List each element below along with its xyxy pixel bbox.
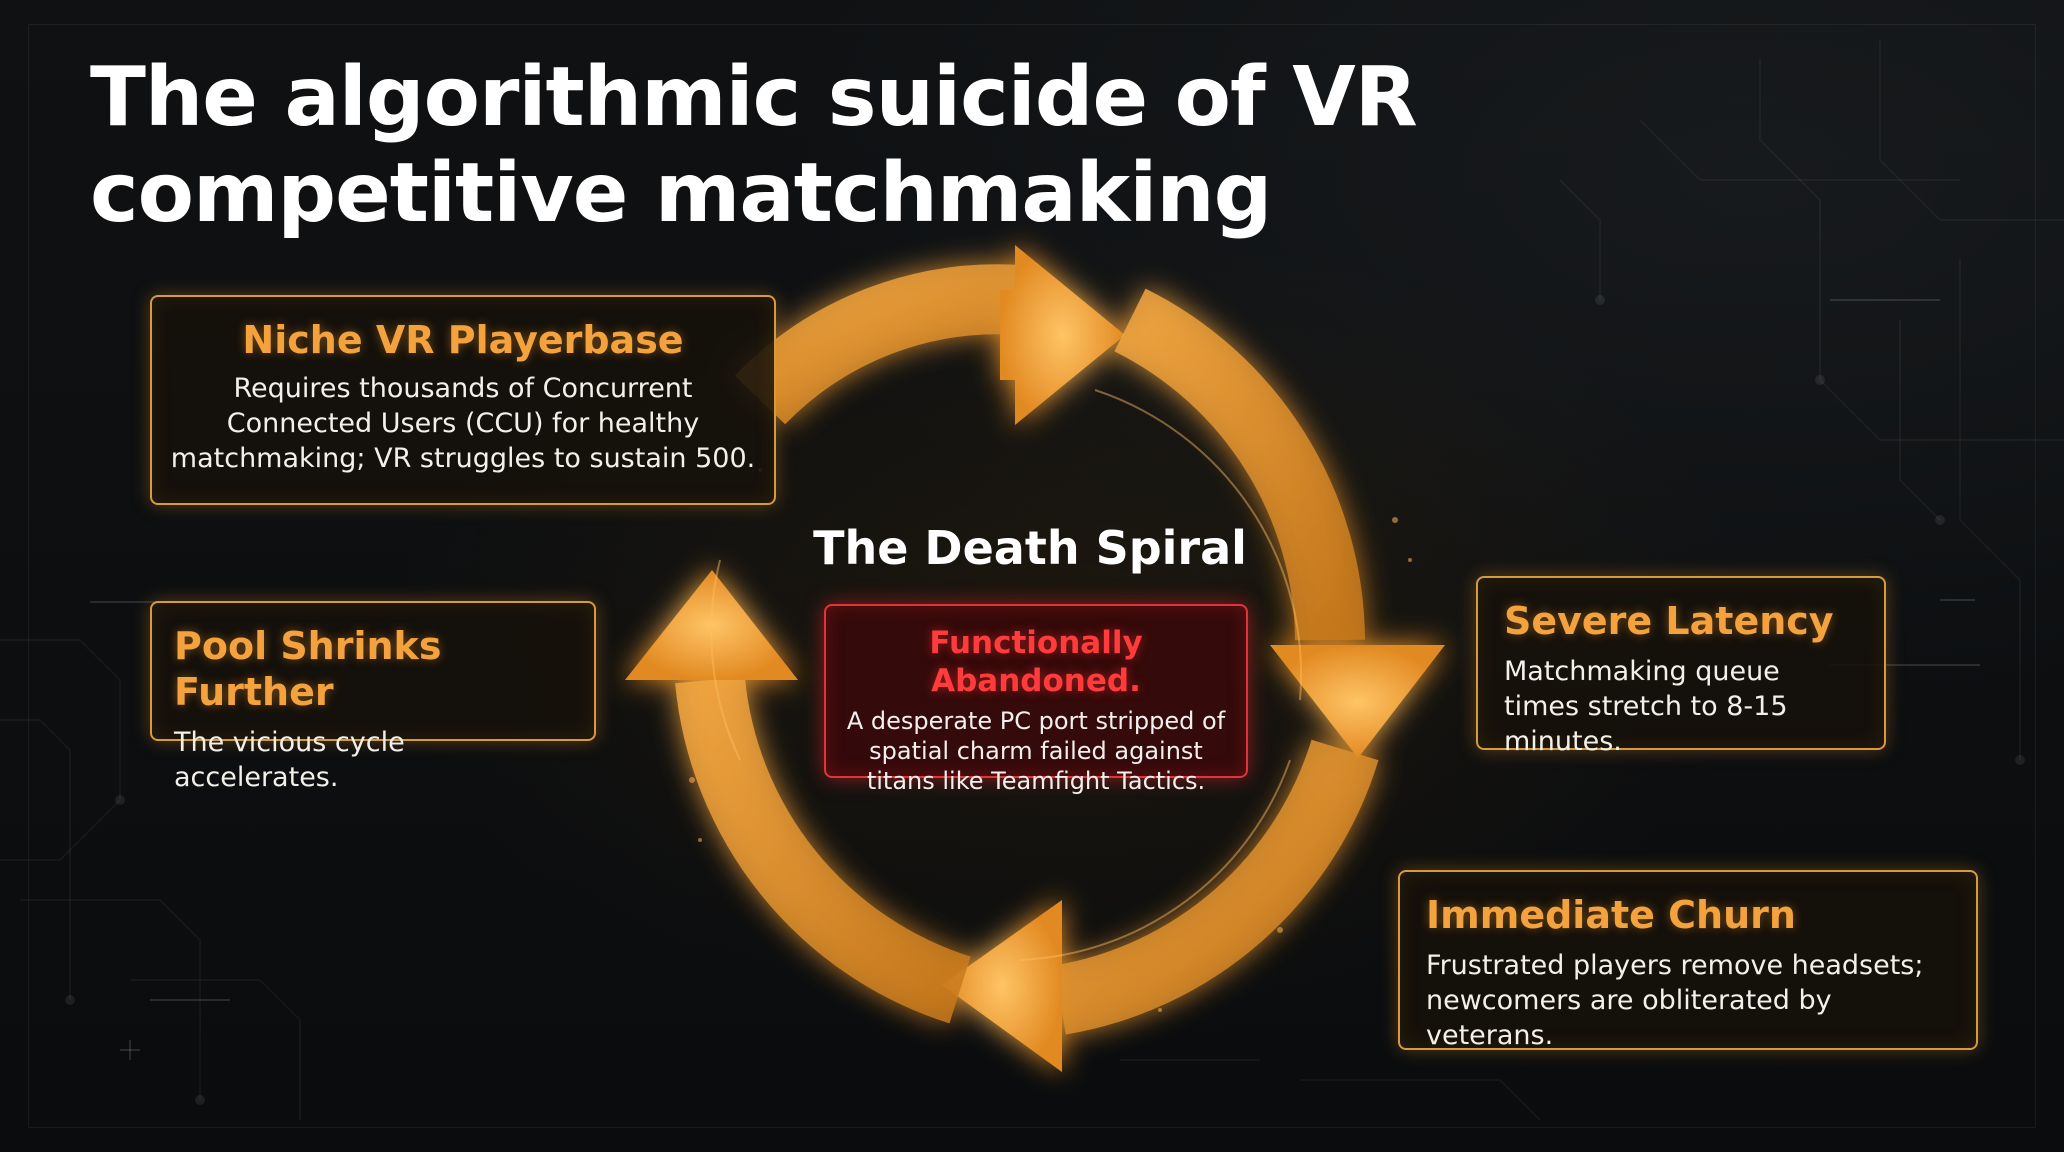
stage-pool-shrinks: Pool Shrinks Further The vicious cycle a… (150, 601, 596, 793)
cycle-arrow-right (1114, 288, 1365, 641)
abandoned-alert-title: Functionally Abandoned. (929, 625, 1143, 699)
slide-title: The algorithmic suicide of VR competitiv… (90, 50, 1418, 241)
stage-niche-playerbase: Niche VR Playerbase Requires thousands o… (150, 295, 776, 505)
death-spiral-title: The Death Spiral (813, 521, 1247, 575)
cycle-arrowhead-top (1000, 245, 1125, 425)
cycle-arrowhead-left (625, 570, 798, 680)
stage-immediate-churn: Immediate Churn Frustrated players remov… (1398, 870, 1978, 1051)
stage-severe-latency: Severe Latency Matchmaking queue times s… (1476, 576, 1886, 757)
abandoned-alert-body: A desperate PC port stripped of spatial … (846, 707, 1226, 795)
cycle-arrow-bottom (1053, 739, 1379, 1035)
cycle-inner-ring (710, 389, 1303, 961)
stage-latency-title: Severe Latency (1504, 599, 1834, 643)
stage-latency-body: Matchmaking queue times stretch to 8-15 … (1504, 656, 1788, 757)
cycle-arrows (625, 245, 1445, 1072)
cycle-arrowhead-bottom (942, 900, 1062, 1072)
stage-niche-title: Niche VR Playerbase (242, 318, 684, 362)
stage-churn-body: Frustrated players remove headsets; newc… (1426, 950, 1924, 1051)
cycle-sparkles (689, 468, 1412, 1012)
abandoned-alert: Functionally Abandoned. A desperate PC p… (824, 604, 1248, 795)
cycle-arrow-left (675, 676, 971, 1024)
stage-pool-title: Pool Shrinks Further (174, 624, 442, 714)
cycle-arrowhead-right (1270, 645, 1445, 758)
stage-churn-title: Immediate Churn (1426, 893, 1796, 937)
stage-pool-body: The vicious cycle accelerates. (174, 727, 405, 793)
stage-niche-body: Requires thousands of Concurrent Connect… (170, 373, 756, 474)
cycle-arrow-top (734, 264, 1023, 425)
